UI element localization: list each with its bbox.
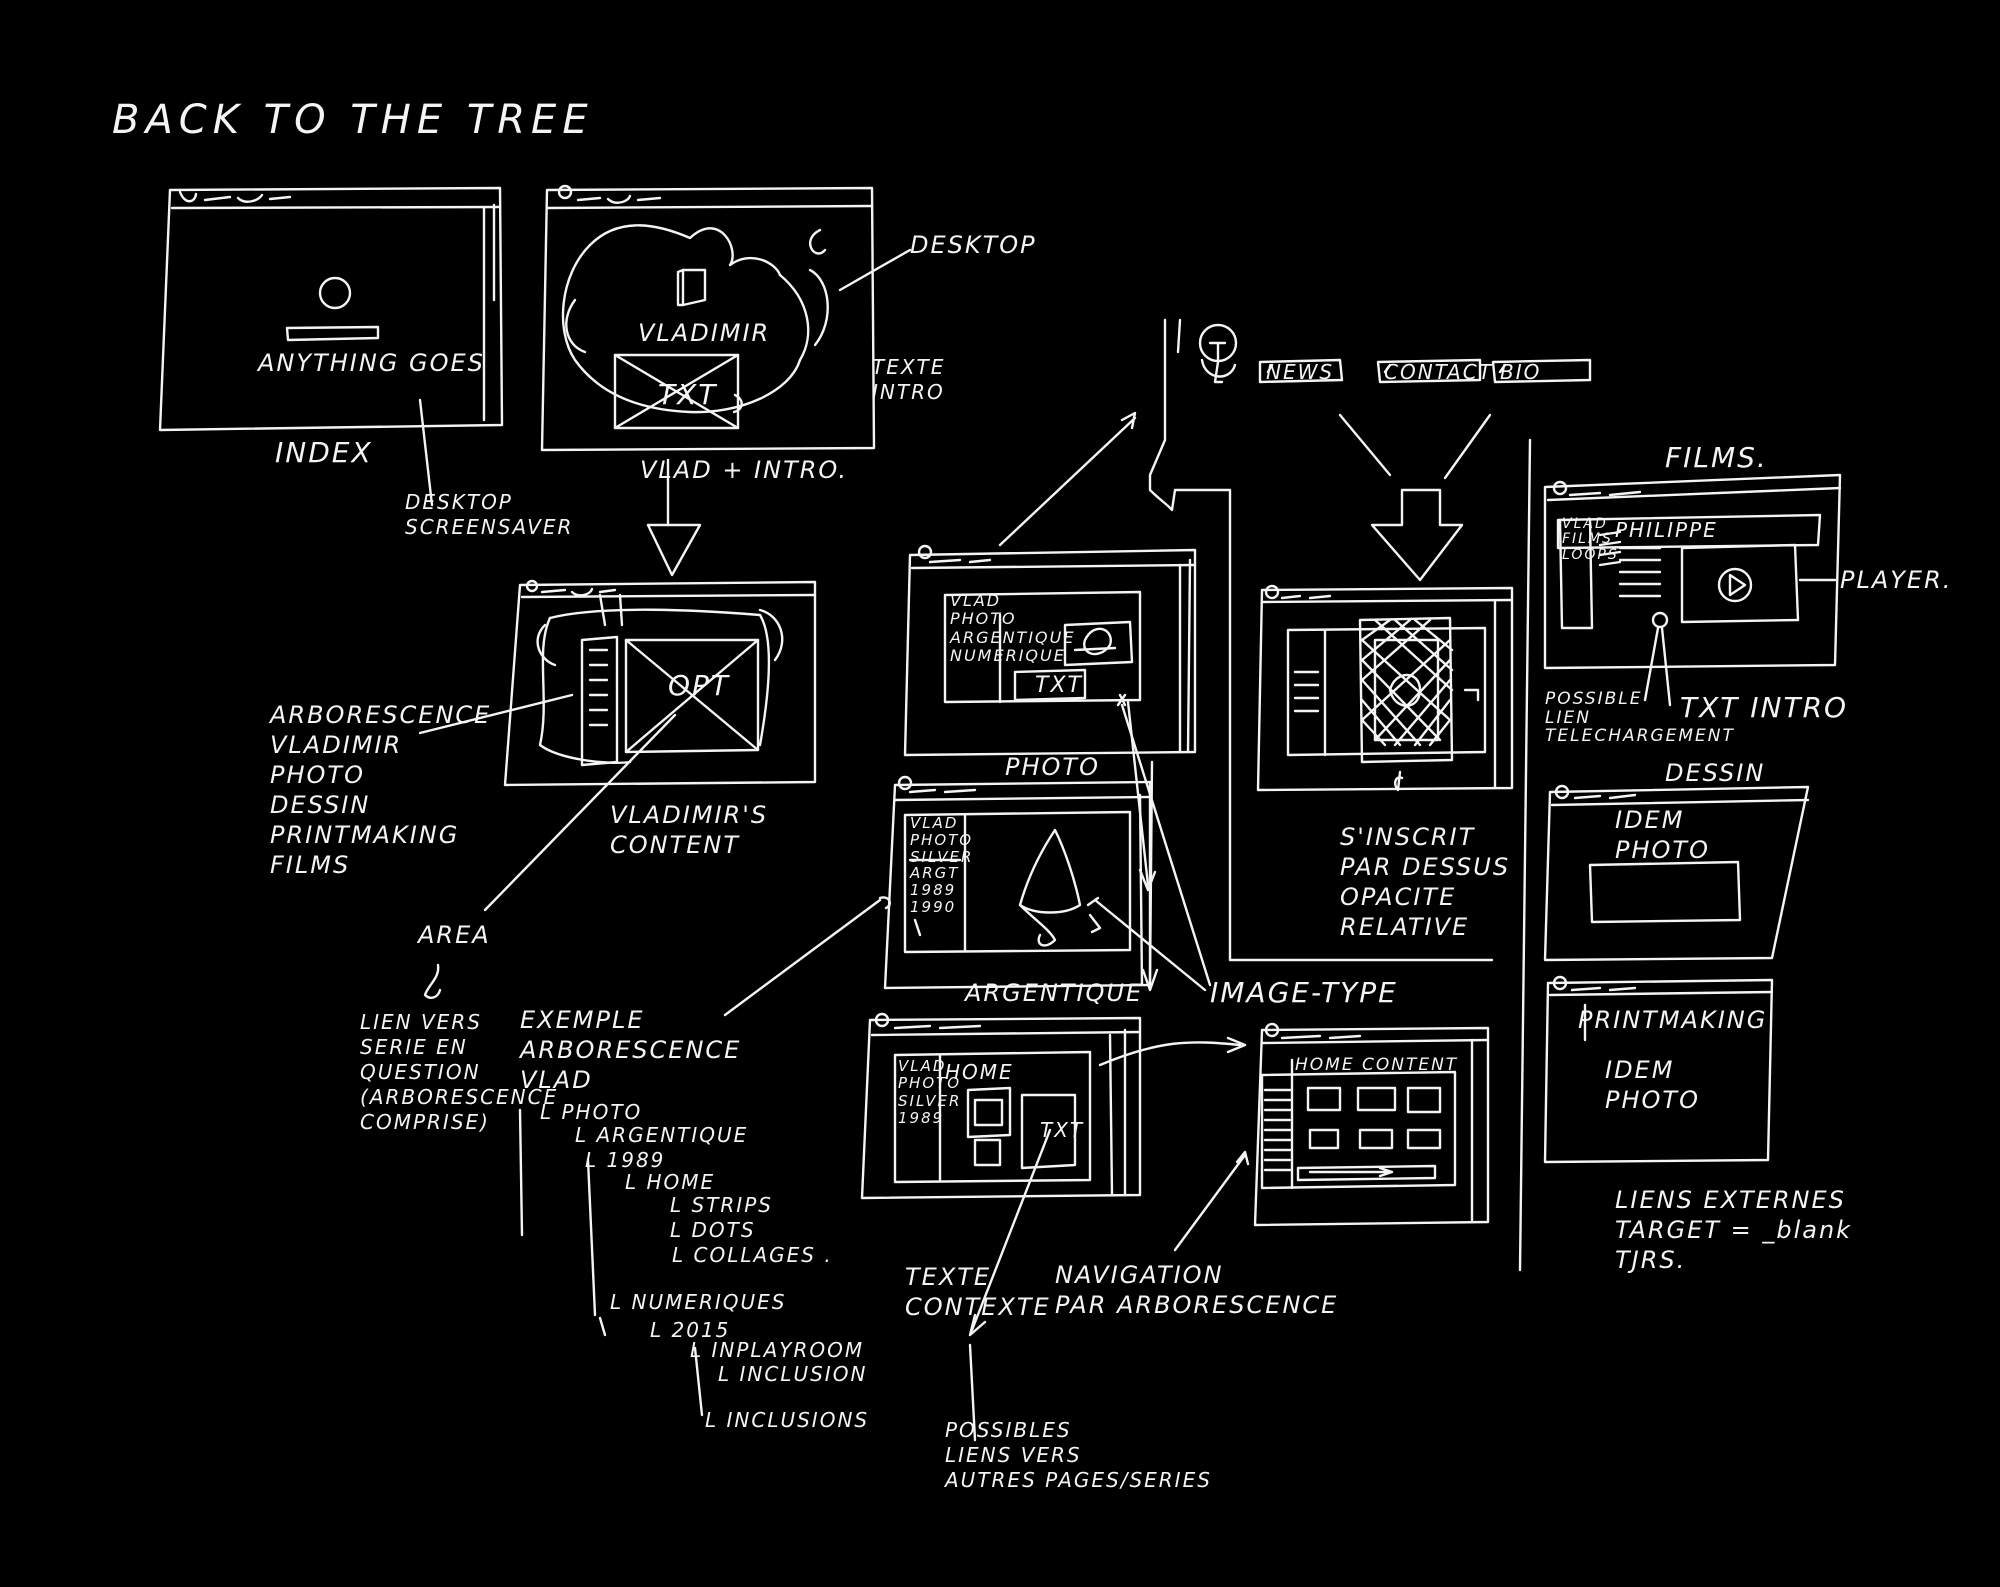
- area-label: AREA: [418, 921, 491, 949]
- image-type-callouts: [1088, 705, 1210, 990]
- photo-screen: [905, 546, 1195, 755]
- site-header: [1150, 320, 1590, 960]
- dessin-idem-label: IDEM PHOTO: [1615, 806, 1710, 864]
- txt-label: TXT: [658, 378, 718, 411]
- argentique-panel-list: VLAD PHOTO SILVER ARGT 1989 1990: [910, 814, 974, 916]
- tree-1989: L 1989: [585, 1148, 666, 1172]
- area-link-mark: [425, 965, 440, 998]
- vladimirs-content-label: VLADIMIR'S CONTENT: [610, 801, 769, 859]
- tree-numeriques: L NUMERIQUES: [610, 1290, 787, 1314]
- arborescence-callout-line: [420, 695, 572, 733]
- printmaking-label: PRINTMAKING: [1578, 1006, 1768, 1034]
- tree-strips: L STRIPS: [670, 1193, 773, 1217]
- screensaver-callout-line: [420, 400, 432, 505]
- arborescence-list: ARBORESCENCE VLADIMIR PHOTO DESSIN PRINT…: [270, 701, 492, 879]
- photo-to-site-arrow: [1000, 413, 1135, 545]
- home-content-label: HOME CONTENT: [1295, 1055, 1459, 1075]
- nav-news: NEWS: [1266, 360, 1335, 384]
- index-label: INDEX: [275, 436, 373, 469]
- index-screen: [160, 188, 502, 430]
- home-content-screen: [1255, 1024, 1488, 1225]
- possibles-liens-label: POSSIBLES LIENS VERS AUTRES PAGES/SERIES: [945, 1418, 1212, 1492]
- txt-intro-label: TXT INTRO: [1680, 691, 1849, 724]
- desktop-label: DESKTOP: [910, 231, 1037, 259]
- player-label: PLAYER.: [1840, 566, 1953, 594]
- dessin-screen: [1545, 786, 1808, 960]
- nav-bio: BIO: [1500, 360, 1542, 384]
- example-callout-line: [725, 900, 880, 1015]
- desktop-screensaver-label: DESKTOP SCREENSAVER: [405, 490, 574, 539]
- arrow-to-content: [648, 460, 700, 575]
- printmaking-idem-label: IDEM PHOTO: [1605, 1056, 1700, 1114]
- desktop-callout-line: [840, 250, 910, 290]
- big-down-arrow: [1340, 415, 1490, 580]
- texte-contexte-label: TEXTE CONTEXTE: [905, 1263, 1051, 1321]
- argentique-screen: [885, 777, 1150, 988]
- tree-dots: L DOTS: [670, 1218, 756, 1242]
- image-type-label: IMAGE-TYPE: [1210, 976, 1398, 1009]
- argentique-label: ARGENTIQUE: [965, 979, 1144, 1007]
- liens-vers-label: LIEN VERS SERIE EN QUESTION (ARBORESCENC…: [360, 1010, 559, 1134]
- photo-txt-label: TXT: [1035, 673, 1083, 698]
- tree-inplayroom: L INPLAYROOM: [690, 1338, 865, 1362]
- navigation-arrow: [1175, 1152, 1248, 1250]
- films-panel-list: VLAD FILMS LOOPS: [1562, 516, 1619, 563]
- printmaking-screen: [1545, 977, 1772, 1162]
- right-column-divider: [1520, 440, 1530, 1270]
- vladimirs-content-screen: [505, 581, 815, 785]
- tree-home: L HOME: [625, 1170, 716, 1194]
- possible-lien-label: POSSIBLE LIEN TELECHARGEMENT: [1545, 689, 1735, 747]
- tree-structure-lines: [520, 1110, 702, 1415]
- tree-2015: L 2015: [650, 1318, 731, 1342]
- home-screen: [862, 1014, 1140, 1198]
- exemple-label: EXEMPLE ARBORESCENCE VLAD: [520, 1006, 742, 1094]
- home-panel-title: HOME: [945, 1060, 1014, 1084]
- texte-contexte-arrow: [970, 1130, 1050, 1440]
- download-callout-line: [1645, 628, 1658, 700]
- index-center-label: ANYTHING GOES: [258, 349, 485, 377]
- opt-label: OPT: [668, 669, 731, 702]
- photo-panel-list: VLAD PHOTO ARGENTIQUE NUMERIQUE: [950, 591, 1076, 666]
- intro-callout-line: [1662, 628, 1670, 705]
- liens-externes-label: LIENS EXTERNES TARGET = _blank TJRS.: [1615, 1186, 1853, 1274]
- navigation-label: NAVIGATION PAR ARBORESCENCE: [1055, 1261, 1339, 1319]
- tree-collages: L COLLAGES .: [672, 1243, 833, 1267]
- photo-label: PHOTO: [1005, 753, 1100, 781]
- home-txt-label: TXT: [1040, 1118, 1085, 1142]
- home-to-content-arrow: [1100, 1038, 1245, 1065]
- dessin-label: DESSIN: [1665, 759, 1766, 787]
- vlad-intro-screen: [542, 186, 874, 450]
- example-link-mark: [880, 897, 890, 908]
- vladimir-label: VLADIMIR: [638, 319, 771, 347]
- tree-argentique: L ARGENTIQUE: [575, 1123, 749, 1147]
- vlad-intro-label: VLAD + INTRO.: [640, 456, 848, 484]
- tree-photo: L PHOTO: [540, 1100, 643, 1124]
- tree-inclusion: L INCLUSION: [718, 1362, 868, 1386]
- page-title: BACK TO THE TREE: [112, 97, 594, 143]
- home-panel-list: VLAD PHOTO SILVER 1989: [898, 1057, 962, 1127]
- tree-inclusions: L INCLUSIONS: [705, 1408, 870, 1432]
- philippe-label: PHILIPPE: [1615, 518, 1718, 542]
- area-callout-line: [485, 715, 675, 910]
- overlay-screen: [1258, 586, 1512, 790]
- films-label: FILMS.: [1665, 441, 1768, 474]
- sinscrit-label: S'INSCRIT PAR DESSUS OPACITE RELATIVE: [1340, 823, 1511, 941]
- nav-contact: CONTACT: [1384, 360, 1493, 384]
- texte-intro-label: TEXTE INTRO: [872, 355, 946, 404]
- films-screen: [1545, 475, 1840, 668]
